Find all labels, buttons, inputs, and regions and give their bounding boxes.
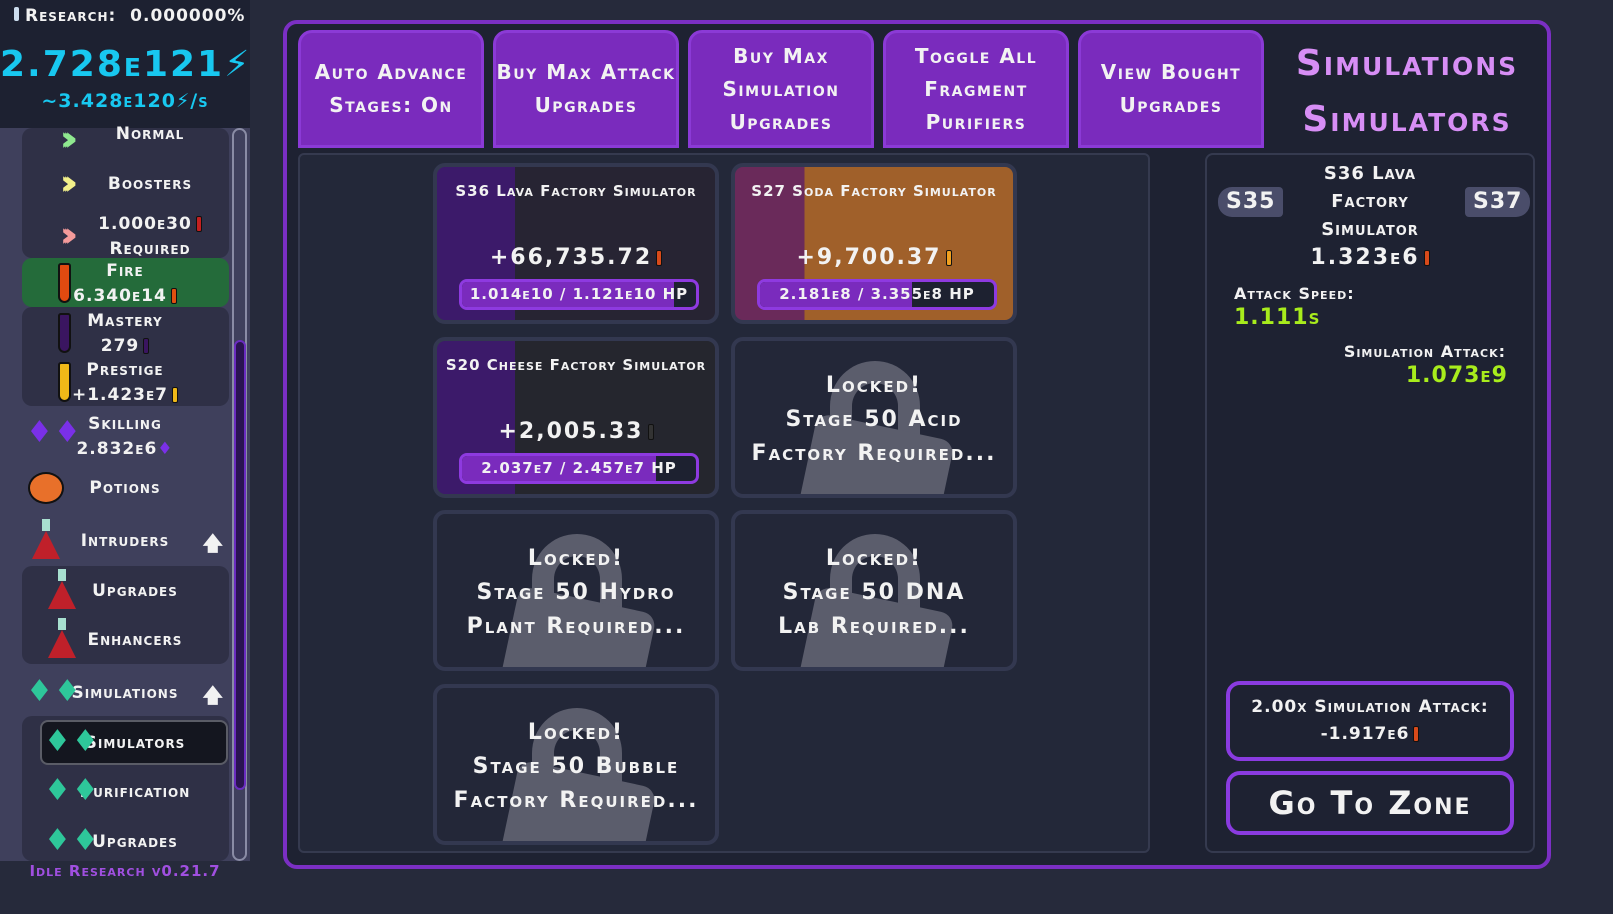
scrollbar-thumb[interactable] — [234, 340, 246, 790]
green-crystal-icon: ♦♦ — [44, 724, 100, 759]
flask-icon — [32, 519, 60, 559]
lock-icon — [497, 708, 657, 841]
prestige-tube-icon — [172, 387, 179, 403]
crystal-icon: ♦ — [157, 439, 174, 459]
sidebar-item-enhancers[interactable]: Enhancers — [20, 618, 230, 658]
hp-bar-fill — [462, 282, 674, 307]
sidebar-item-prestige[interactable]: Prestige+1.423e7 — [20, 358, 230, 408]
simulator-card-soda[interactable]: S27 Soda Factory Simulator +9,700.37 2.1… — [731, 163, 1017, 324]
sidebar-item-simulations[interactable]: ♦♦Simulations🡅 — [20, 677, 230, 708]
locked-card-hydro: Locked!Stage 50 Hydro Plant Required... — [433, 510, 719, 671]
next-simulator-button[interactable]: S37 — [1465, 187, 1531, 217]
card-value: +66,735.72 — [437, 245, 715, 270]
lock-icon — [497, 534, 657, 667]
potion-icon — [28, 472, 64, 504]
selected-highlight — [22, 258, 229, 307]
card-value: +9,700.37 — [735, 245, 1013, 270]
attack-speed-label: Attack Speed: — [1234, 284, 1355, 303]
sidebar-item-boosters[interactable]: ›››Boosters — [60, 163, 193, 203]
resource-header — [0, 0, 250, 128]
sidebar-item-potions[interactable]: Potions — [20, 472, 230, 504]
test-tube-icon — [14, 7, 19, 21]
prev-simulator-button[interactable]: S35 — [1218, 187, 1284, 217]
green-crystal-icon: ♦♦ — [26, 674, 82, 709]
locked-card-acid: Locked!Stage 50 Acid Factory Required... — [731, 337, 1017, 498]
cheese-fragment-icon — [647, 424, 654, 440]
view-bought-upgrades-button[interactable]: View Bought Upgrades — [1078, 30, 1264, 148]
chevron-icon: ››› — [60, 119, 78, 159]
research-progress: Research: 0.000000% — [14, 6, 245, 26]
flask-icon — [48, 569, 76, 609]
sim-attack-label: Simulation Attack: — [1343, 342, 1506, 361]
chevron-icon: ››› — [60, 163, 78, 203]
sidebar-item-intruders[interactable]: Intruders🡅 — [20, 519, 230, 559]
lava-fragment-icon — [656, 250, 663, 266]
locked-card-dna: Locked!Stage 50 DNA Lab Required... — [731, 510, 1017, 671]
purple-crystal-icon: ♦♦ — [26, 415, 82, 450]
collapse-arrow-icon[interactable]: 🡅 — [202, 531, 224, 555]
fire-tube-icon — [58, 263, 71, 303]
attack-boost-button[interactable]: 2.00x Simulation Attack:-1.917e6 — [1226, 681, 1514, 761]
green-crystal-icon: ♦♦ — [44, 773, 100, 808]
lightning-icon: ⚡ — [224, 44, 252, 85]
stage-group — [22, 128, 229, 258]
fire-tube-icon — [170, 288, 177, 304]
tube-group — [22, 307, 229, 406]
soda-fragment-icon — [945, 250, 952, 266]
hp-bar: 1.014e10 / 1.121e10 HP — [459, 279, 699, 310]
hp-bar: 2.037e7 / 2.457e7 HP — [459, 453, 699, 484]
mastery-tube-icon — [143, 338, 150, 354]
locked-card-bubble: Locked!Stage 50 Bubble Factory Required.… — [433, 684, 719, 845]
collapse-arrow-icon[interactable]: 🡅 — [202, 683, 224, 707]
lava-fragment-icon — [1413, 726, 1420, 742]
tube-icon — [195, 216, 202, 232]
detail-value: 1.323e6 — [1290, 245, 1450, 270]
lock-icon — [795, 361, 955, 494]
buy-max-simulation-button[interactable]: Buy Max Simulation Upgrades — [688, 30, 874, 148]
sidebar-scrollbar[interactable] — [232, 128, 247, 861]
hp-bar: 2.181e8 / 3.355e8 HP — [757, 279, 997, 310]
version-label: Idle Research v0.21.7 — [29, 862, 221, 880]
chevron-icon: ››› — [60, 215, 78, 255]
sidebar-item-intruder-upgrades[interactable]: Upgrades — [20, 569, 230, 609]
selected-item-bg — [40, 720, 228, 765]
energy-total: 2.728e121⚡ — [0, 44, 252, 85]
flask-icon — [48, 618, 76, 658]
green-crystal-icon: ♦♦ — [44, 823, 100, 858]
sidebar-item-sim-upgrades[interactable]: ♦♦Upgrades — [44, 823, 178, 858]
auto-advance-toggle[interactable]: Auto Advance Stages: On — [298, 30, 484, 148]
mastery-tube-icon — [58, 313, 71, 353]
sidebar-item-purification[interactable]: ♦♦Purification — [44, 773, 191, 808]
go-to-zone-button[interactable]: Go To Zone — [1226, 771, 1514, 835]
simulator-card-cheese[interactable]: S20 Cheese Factory Simulator +2,005.33 2… — [433, 337, 719, 498]
energy-rate: ~3.428e120⚡/s — [41, 90, 209, 112]
simulator-card-lava[interactable]: S36 Lava Factory Simulator +66,735.72 1.… — [433, 163, 719, 324]
buy-max-attack-button[interactable]: Buy Max Attack Upgrades — [493, 30, 679, 148]
prestige-tube-icon — [58, 362, 71, 402]
sidebar-item-normal[interactable]: ›››Normal — [60, 119, 185, 159]
card-value: +2,005.33 — [437, 419, 715, 444]
simulator-grid — [298, 153, 1150, 853]
sidebar-item-simulators[interactable]: ♦♦Simulators — [44, 724, 186, 759]
hp-bar-fill — [462, 456, 656, 481]
toggle-purifiers-button[interactable]: Toggle All Fragment Purifiers — [883, 30, 1069, 148]
lock-icon — [795, 534, 955, 667]
lava-fragment-icon — [1423, 250, 1430, 266]
detail-name: S36 Lava Factory Simulator — [1321, 163, 1419, 240]
attack-speed-value: 1.111s — [1234, 305, 1321, 330]
hp-bar-fill — [760, 282, 913, 307]
sim-attack-value: 1.073e9 — [1405, 363, 1508, 388]
